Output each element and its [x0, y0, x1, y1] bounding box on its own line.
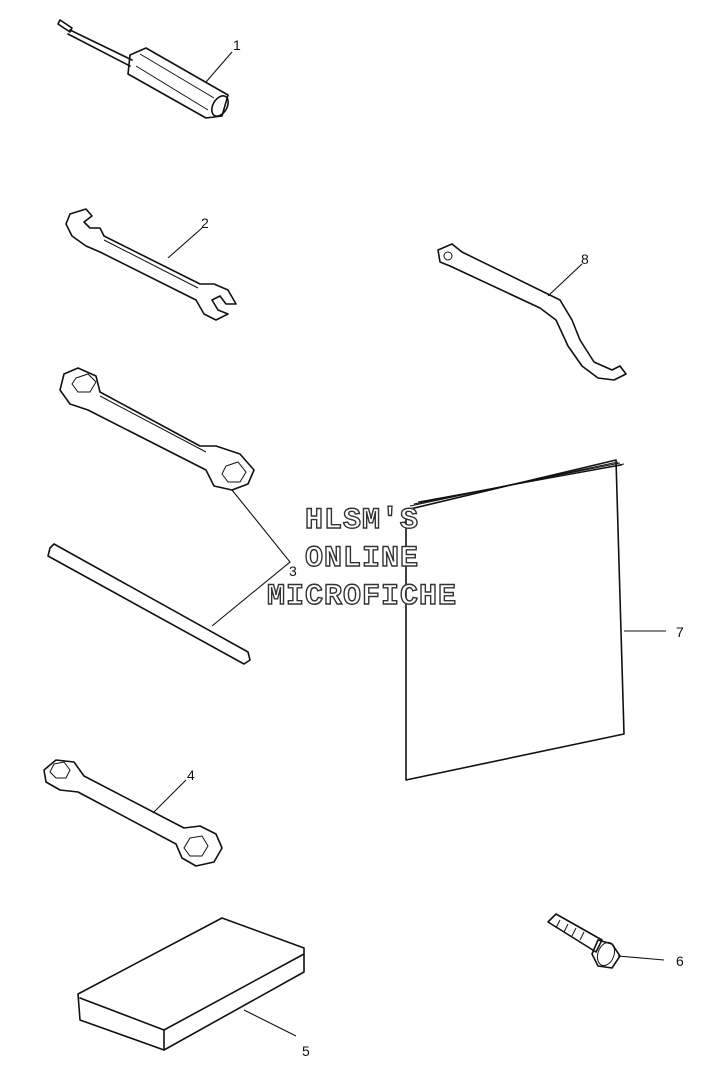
callout-4: 4	[187, 767, 195, 783]
spanner-wrench-icon	[437, 243, 627, 381]
box-wrench-icon	[43, 759, 223, 867]
watermark: HLSM'S ONLINE MICROFICHE	[266, 503, 457, 614]
callout-5: 5	[302, 1043, 310, 1059]
callout-8: 8	[581, 251, 589, 267]
open-end-wrench-icon	[65, 208, 237, 321]
watermark-line-1: HLSM'S	[305, 504, 419, 538]
tool-pouch-icon	[77, 917, 305, 1051]
callout-1: 1	[233, 37, 241, 53]
callout-7: 7	[676, 624, 684, 640]
callout-3: 3	[289, 563, 297, 579]
bolt-icon	[547, 913, 621, 969]
socket-wrench-icon	[47, 367, 255, 665]
owners-manual-icon	[405, 459, 625, 781]
screwdriver-icon	[57, 19, 229, 119]
callout-2: 2	[201, 215, 209, 231]
watermark-line-2: ONLINE	[305, 542, 419, 576]
watermark-line-3: MICROFICHE	[267, 580, 457, 614]
callout-6: 6	[676, 953, 684, 969]
